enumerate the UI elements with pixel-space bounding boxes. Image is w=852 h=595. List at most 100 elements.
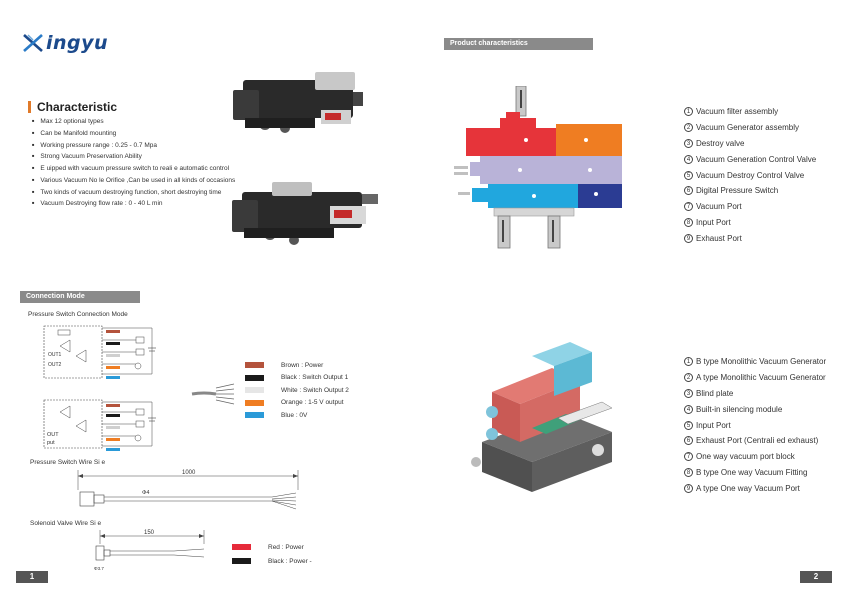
manifold-label: Built-in silencing module [696, 404, 783, 414]
characteristic-item: Vacuum Destroying flow rate : 0 - 40 L m… [32, 198, 235, 210]
number-badge: 5 [684, 170, 693, 180]
component-label: Digital Pressure Switch [696, 186, 779, 196]
wire-swatch [245, 399, 264, 406]
characteristic-item: Working pressure range : 0.25 - 0.7 Mpa [32, 140, 235, 152]
solenoid-length-label: 150 [144, 530, 155, 536]
component-label: Vacuum Port [696, 202, 742, 212]
component-label: Vacuum Generation Control Valve [696, 154, 817, 164]
solenoid-legend-label: Black : Power - [268, 557, 312, 565]
characteristic-item: Various Vacuum No le Orifice ,Can be use… [32, 175, 235, 187]
wire-legend-label: Brown : Power [281, 361, 324, 369]
circuit-diagram-pnp: OUT put [43, 399, 156, 451]
manifold-label: Blind plate [696, 388, 734, 398]
component-label: Vacuum filter assembly [696, 107, 779, 116]
page-number-right: 2 [800, 571, 832, 583]
number-badge: 3 [684, 388, 693, 398]
number-badge: 3 [684, 138, 693, 148]
number-badge: 9 [684, 234, 693, 244]
component-label: Destroy valve [696, 138, 745, 148]
number-badge: 9 [684, 484, 693, 494]
number-badge: 4 [684, 404, 693, 414]
number-badge: 5 [684, 420, 693, 430]
wire-legend-row: Black : Switch Output 1 [245, 372, 349, 385]
number-badge: 7 [684, 452, 693, 462]
wire-swatch [232, 558, 251, 564]
connection-section-header: Connection Mode [20, 291, 140, 303]
brand-logo: ingyu [22, 32, 108, 54]
number-badge: 7 [684, 202, 693, 212]
number-badge: 2 [684, 372, 693, 382]
number-badge: 6 [684, 186, 693, 196]
number-badge: 8 [684, 218, 693, 228]
solenoid-title: Solenoid Valve Wire Si e [30, 520, 102, 527]
wire-swatch [245, 412, 264, 419]
put-text: put [47, 440, 55, 446]
product-photo-bottom [232, 182, 378, 245]
number-badge: 4 [684, 154, 693, 164]
solenoid-dim-label: Φ3.7 [94, 566, 104, 571]
brand-mark-icon [23, 34, 43, 52]
manifold-label: One way vacuum port block [696, 452, 795, 462]
number-badge: 1 [684, 107, 693, 116]
component-label: Input Port [696, 218, 731, 228]
characteristic-title: Characteristic [37, 100, 118, 114]
solenoid-legend-label: Red : Power [268, 543, 304, 551]
wire-swatch [245, 374, 264, 381]
solenoid-drawing: 150 Φ3.7 [94, 530, 205, 571]
circuit-diagram-npn: OUT1 OUT2 [43, 325, 156, 379]
wire-legend: Brown : Power Black : Switch Output 1 Wh… [245, 359, 349, 422]
wire-legend-row: Brown : Power [245, 359, 349, 372]
manifold-label: B type Monolithic Vacuum Generator [696, 357, 827, 366]
number-badge: 1 [684, 357, 693, 366]
solenoid-legend-row: Black : Power - [232, 554, 312, 568]
page-number-left: 1 [16, 571, 48, 583]
wire-legend-row: Orange : 1-5 V output [245, 397, 349, 410]
wire-legend-label: White : Switch Output 2 [281, 386, 349, 394]
component-label: Exhaust Port [696, 234, 742, 244]
cable-sketch [191, 383, 235, 405]
wire-size-drawing: 1000 Φ4 [77, 470, 299, 510]
switch-mode-title: Pressure Switch Connection Mode [28, 311, 128, 318]
number-badge: 8 [684, 468, 693, 478]
brand-name: ingyu [46, 32, 109, 54]
characteristic-item: Can be Manifold mounting [32, 128, 235, 140]
out2-text: OUT2 [48, 362, 62, 368]
wire-length-label: 1000 [182, 470, 196, 476]
wire-legend-label: Blue : 0V [281, 411, 308, 419]
solenoid-legend-row: Red : Power [232, 540, 312, 554]
manifold-label: Exhaust Port (Centrali ed exhaust) [696, 436, 819, 446]
manifold-illustration [471, 342, 613, 492]
characteristic-item: Max 12 optional types [32, 116, 235, 128]
manifold-label: Input Port [696, 420, 731, 430]
characteristic-item: Two kinds of vacuum destroying function,… [32, 187, 235, 199]
characteristic-item: Strong Vacuum Preservation Ability [32, 151, 235, 163]
heading-marker [28, 101, 31, 113]
wire-size-title: Pressure Switch Wire Si e [30, 459, 106, 466]
product-section-header: Product characteristics [444, 38, 593, 50]
product-schematic [454, 86, 622, 249]
out1-text: OUT1 [48, 352, 62, 358]
component-label: Vacuum Generator assembly [696, 122, 800, 132]
number-badge: 2 [684, 122, 693, 132]
wire-diameter-label: Φ4 [142, 490, 149, 496]
wire-swatch [232, 544, 251, 550]
wire-legend-row: White : Switch Output 2 [245, 384, 349, 397]
characteristic-item: E uipped with vacuum pressure switch to … [32, 163, 235, 175]
